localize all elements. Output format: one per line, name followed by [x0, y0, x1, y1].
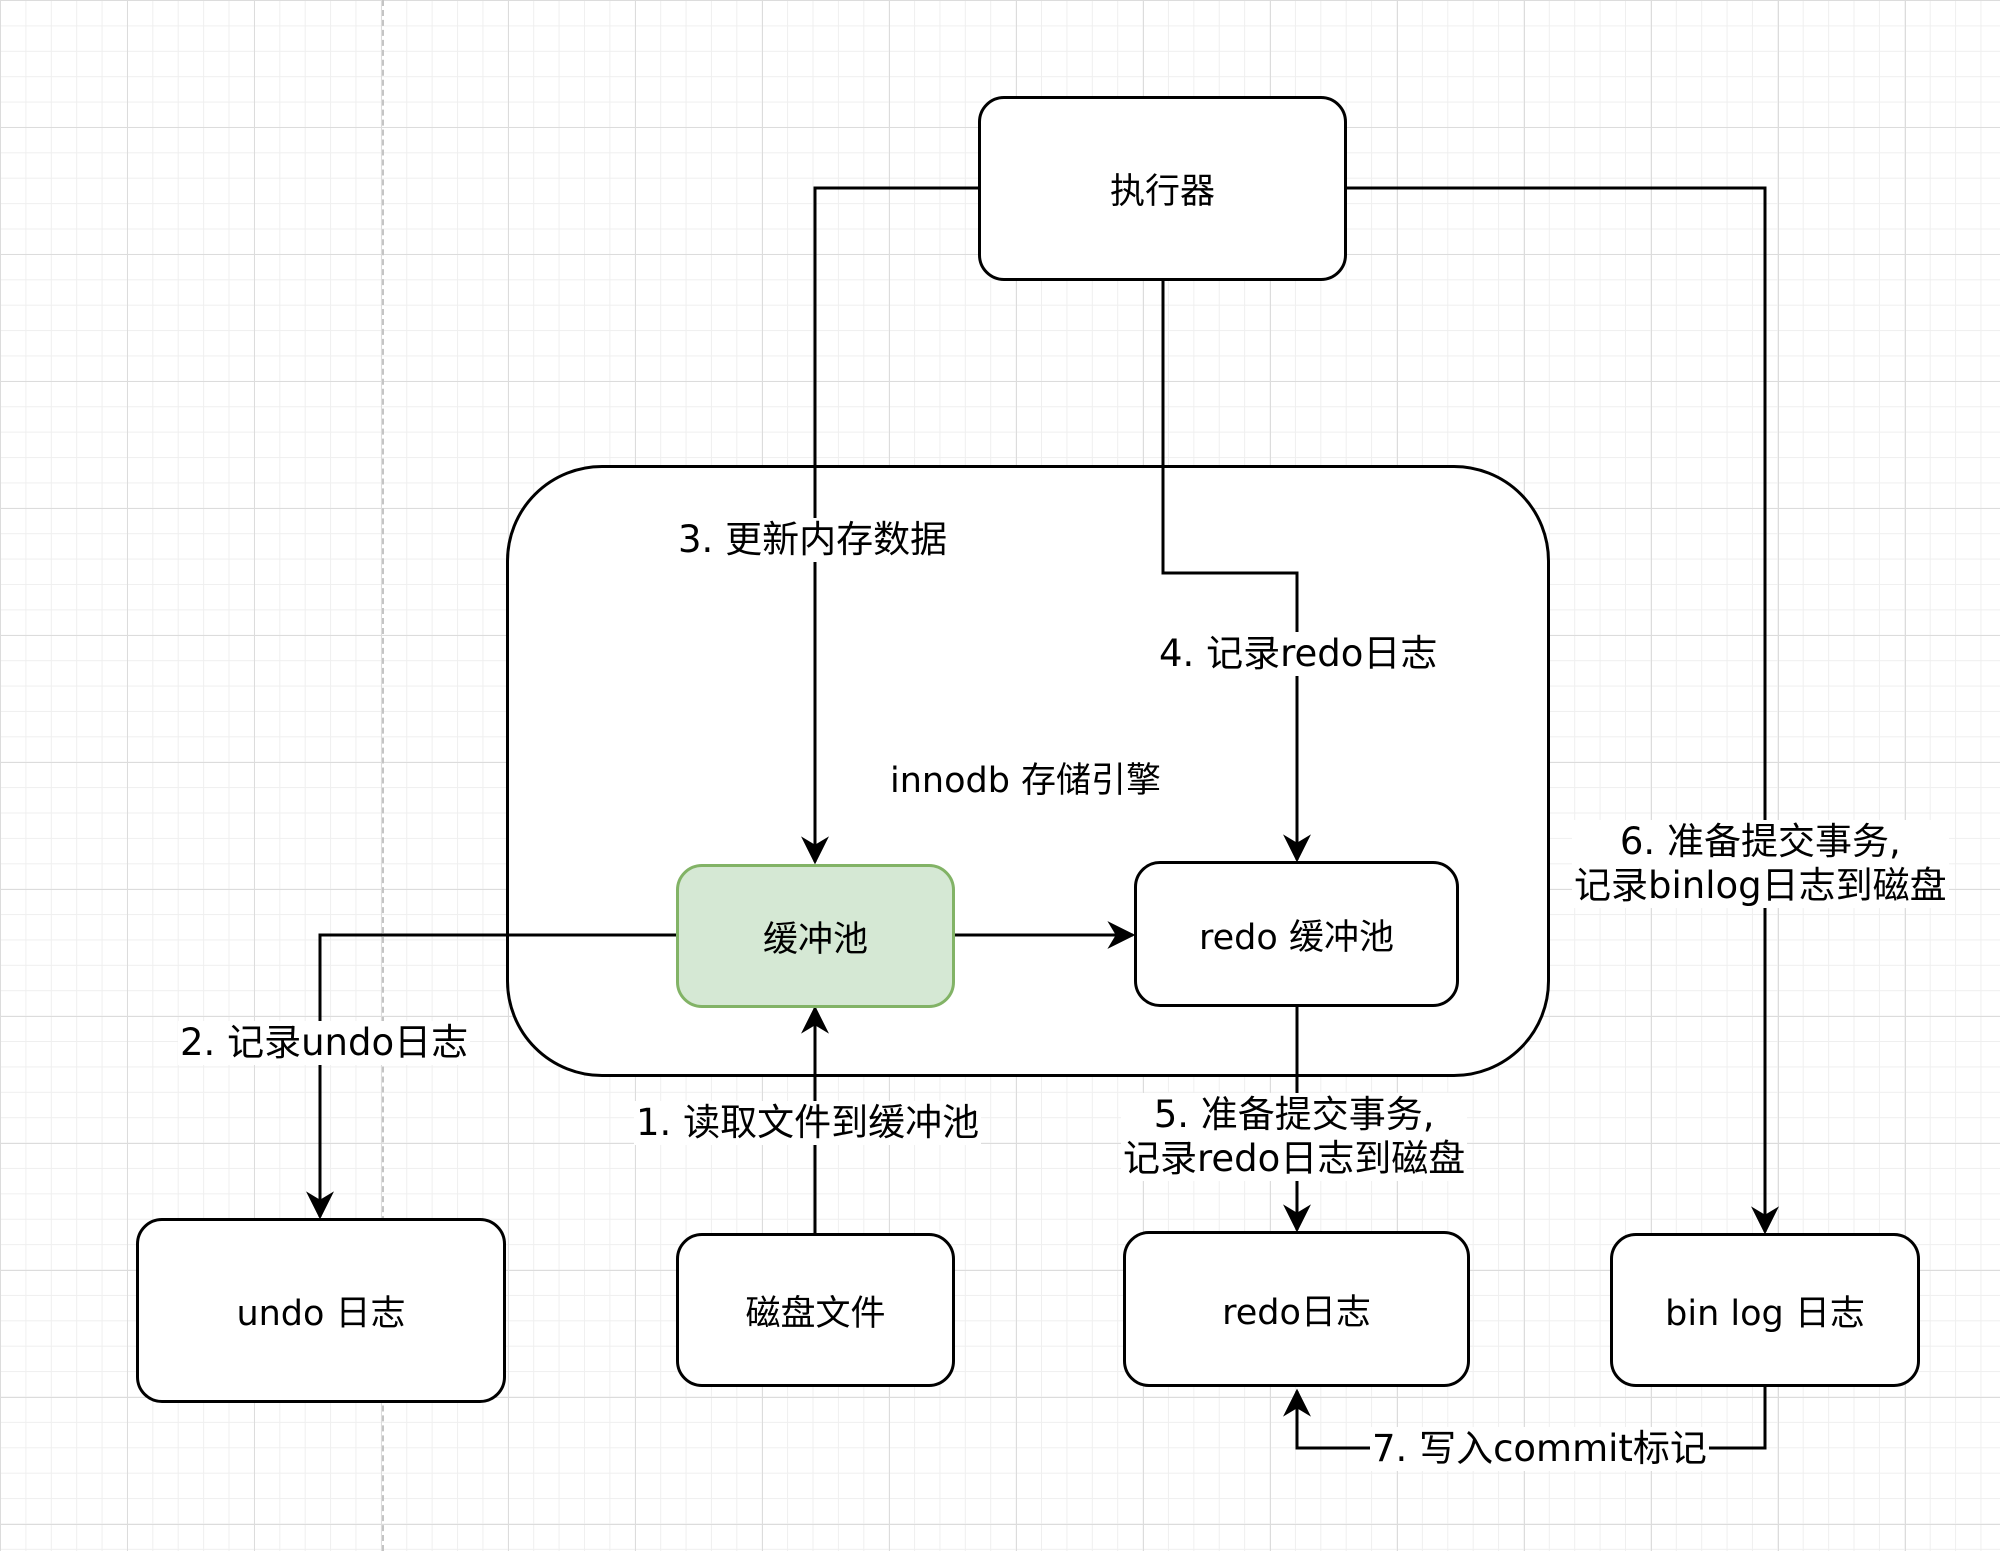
page-guide-line — [382, 0, 384, 1551]
bin-log-node[interactable]: bin log 日志 — [1610, 1233, 1920, 1387]
arrow-executor-to-bin-log — [1347, 186, 1779, 1235]
step-2-label: 2. 记录undo日志 — [178, 1021, 471, 1065]
step-6-line-1: 6. 准备提交事务, — [1619, 820, 1901, 863]
step-3-label: 3. 更新内存数据 — [676, 518, 950, 562]
redo-log-node[interactable]: redo日志 — [1123, 1231, 1470, 1387]
arrow-executor-to-redo-buffer — [1161, 281, 1311, 863]
container-label: innodb 存储引擎 — [890, 761, 1162, 801]
step-5-line-1: 5. 准备提交事务, — [1153, 1093, 1435, 1136]
step-5-label: 5. 准备提交事务, 记录redo日志到磁盘 — [1121, 1093, 1468, 1181]
step-5-line-2: 记录redo日志到磁盘 — [1123, 1137, 1466, 1180]
redo-buffer-node[interactable]: redo 缓冲池 — [1134, 861, 1459, 1007]
undo-log-node[interactable]: undo 日志 — [136, 1218, 506, 1403]
step-1-label: 1. 读取文件到缓冲池 — [634, 1101, 982, 1145]
executor-node[interactable]: 执行器 — [978, 96, 1347, 281]
disk-file-node[interactable]: 磁盘文件 — [676, 1233, 955, 1387]
buffer-pool-node[interactable]: 缓冲池 — [676, 864, 955, 1008]
arrow-executor-to-buffer-pool — [801, 186, 978, 865]
step-4-label: 4. 记录redo日志 — [1157, 632, 1440, 676]
arrow-buffer-pool-to-undo-log — [306, 933, 676, 1220]
step-6-label: 6. 准备提交事务, 记录binlog日志到磁盘 — [1572, 820, 1949, 908]
step-7-label: 7. 写入commit标记 — [1370, 1427, 1709, 1471]
step-6-line-2: 记录binlog日志到磁盘 — [1574, 864, 1947, 907]
